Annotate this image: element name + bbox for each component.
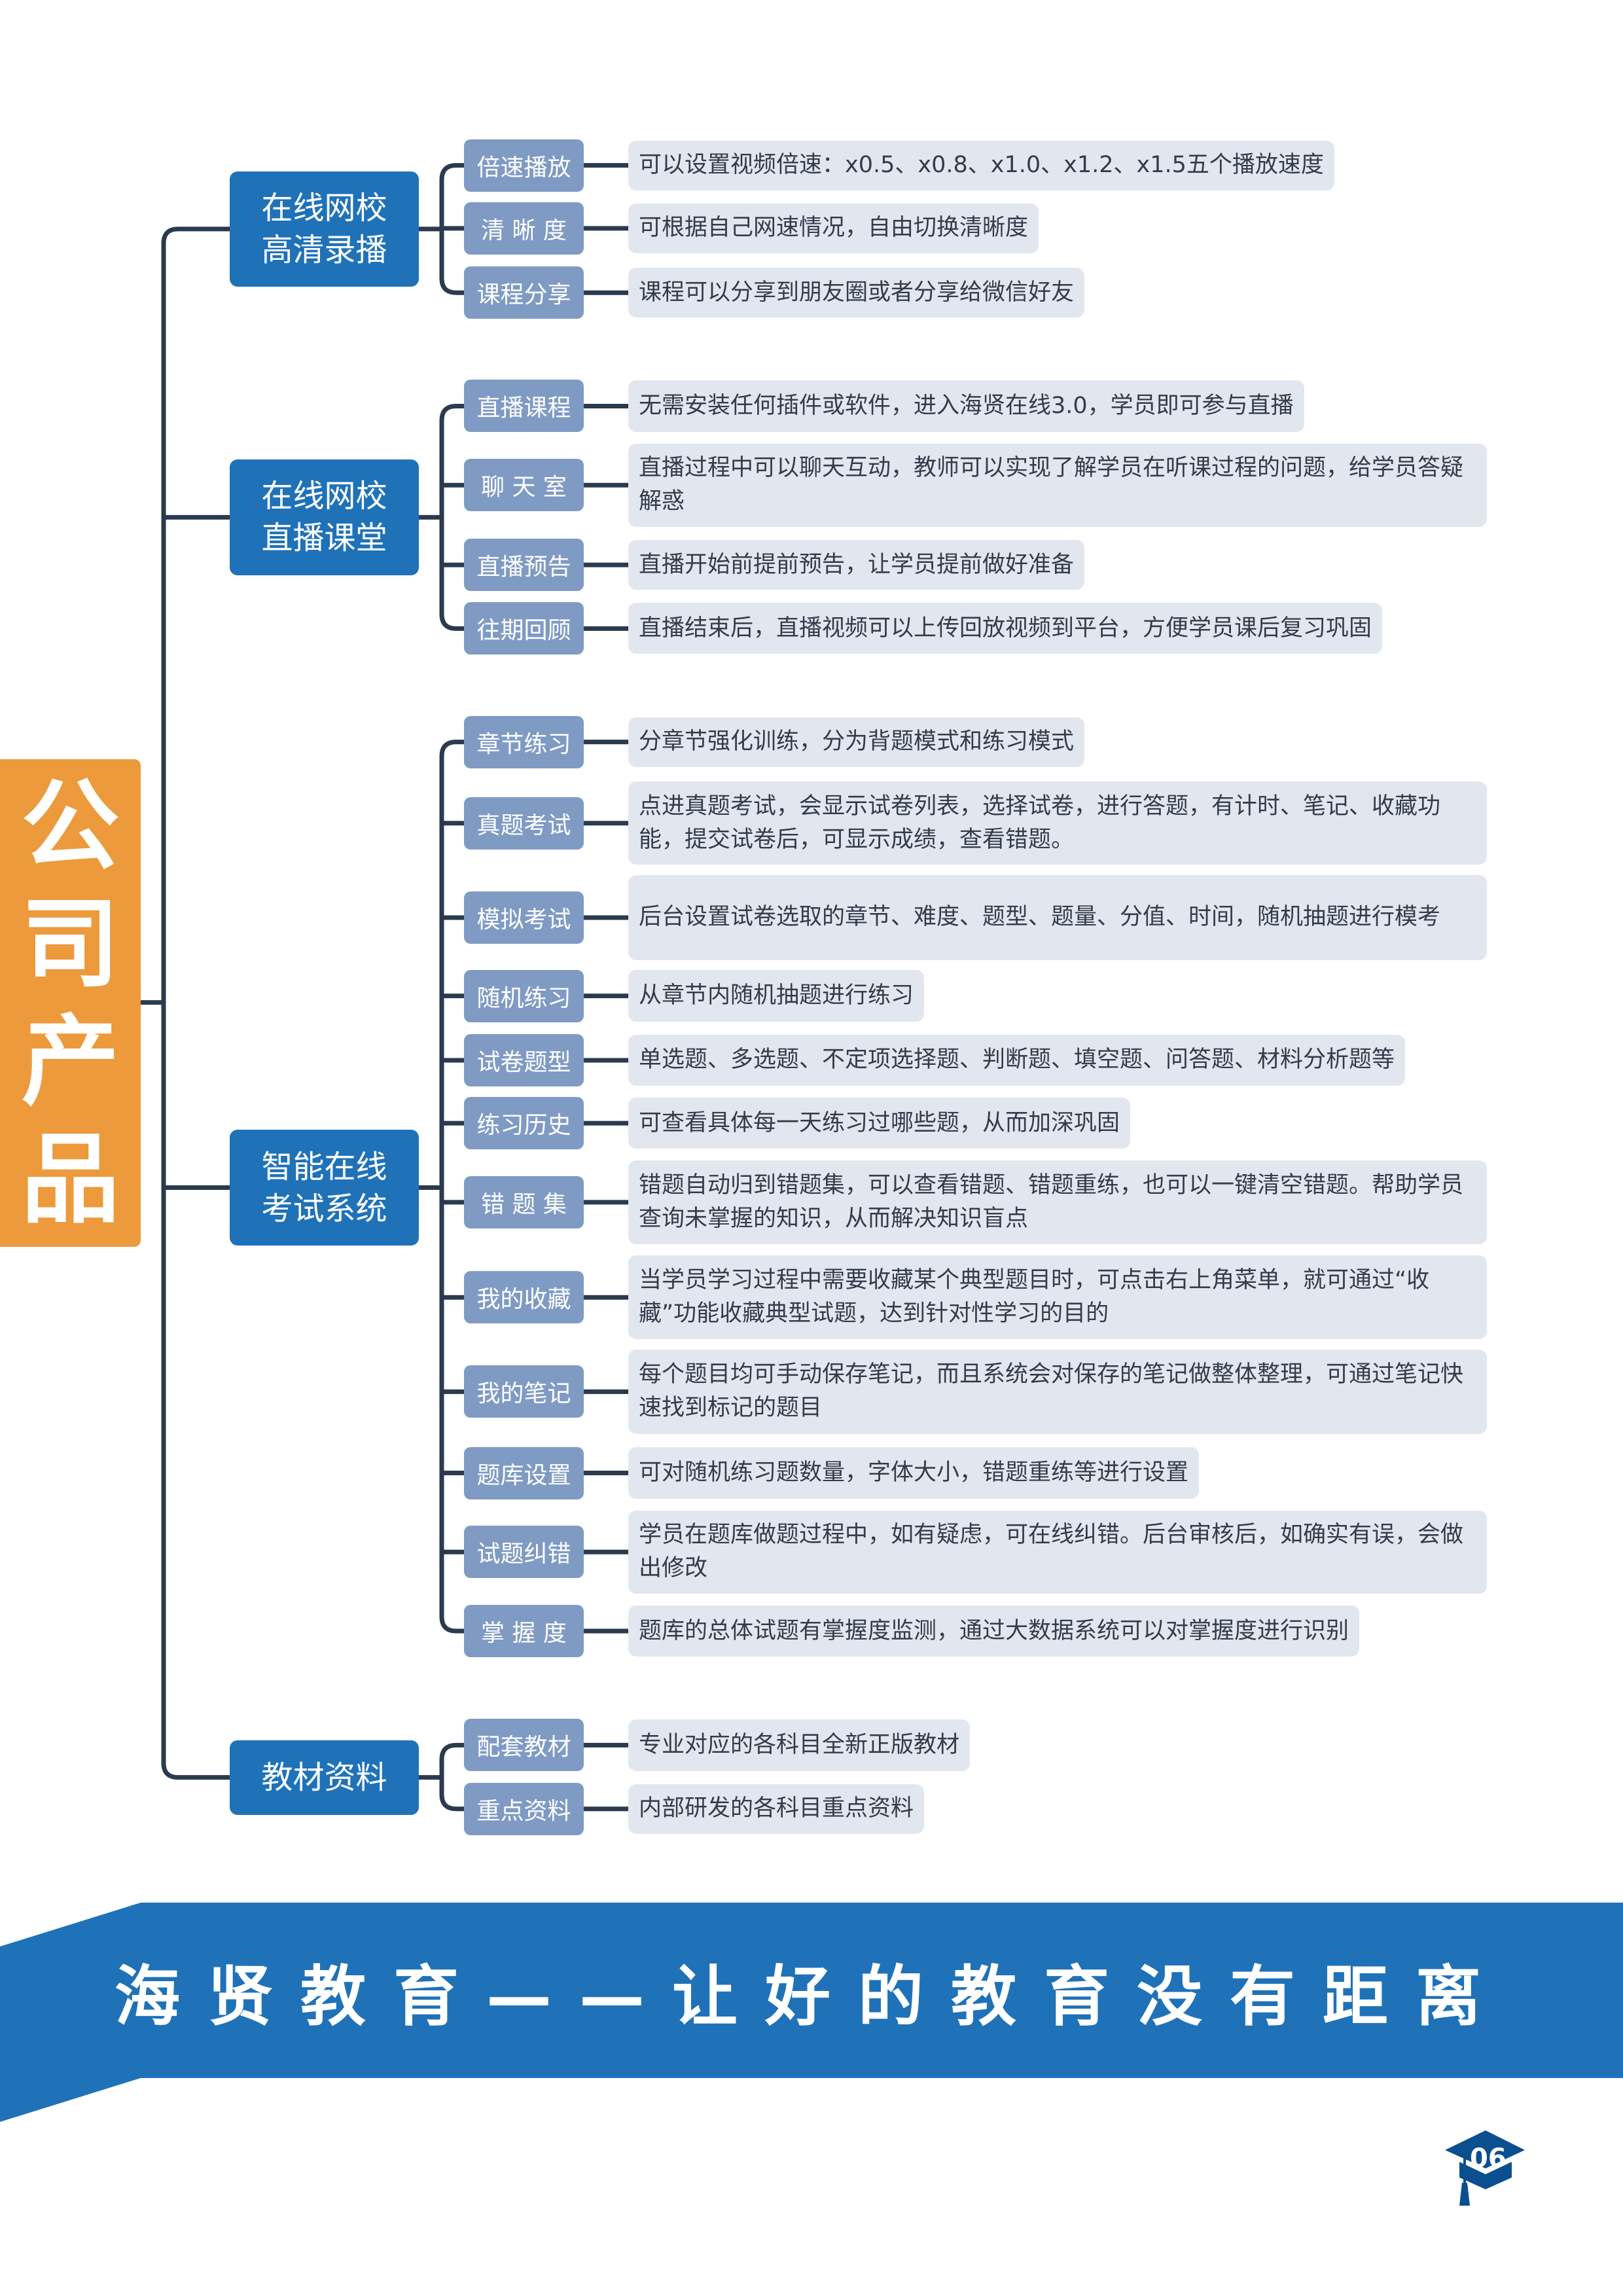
feature-label: 聊 天 室 xyxy=(464,459,584,512)
feature-label: 重点资料 xyxy=(464,1782,584,1835)
feature-label: 配套教材 xyxy=(464,1719,584,1772)
side-title-block: 公司产品 xyxy=(0,759,141,1247)
category-title: 在线网校直播课堂 xyxy=(261,478,387,557)
page-number: 06 xyxy=(1470,2144,1507,2174)
feature-description: 错题自动归到错题集，可以查看错题、错题重练，也可以一键清空错题。帮助学员查询未掌… xyxy=(628,1160,1487,1244)
feature-description: 无需安装任何插件或软件，进入海贤在线3.0，学员即可参与直播 xyxy=(628,380,1304,432)
feature-description: 直播开始前提前预告，让学员提前做好准备 xyxy=(628,540,1085,590)
feature-label: 我的收藏 xyxy=(464,1271,584,1324)
feature-label: 模拟考试 xyxy=(464,891,584,944)
feature-description: 点进真题考试，会显示试卷列表，选择试卷，进行答题，有计时、笔记、收藏功能，提交试… xyxy=(628,781,1487,865)
feature-label: 课程分享 xyxy=(464,266,584,319)
feature-label: 我的笔记 xyxy=(464,1365,584,1418)
category-title: 在线网校高清录播 xyxy=(261,189,387,268)
feature-description: 专业对应的各科目全新正版教材 xyxy=(628,1719,971,1771)
feature-label: 真题考试 xyxy=(464,797,584,850)
page-number-logo: 06 xyxy=(1440,2130,1531,2215)
category-title: 教材资料 xyxy=(261,1759,387,1796)
feature-label: 往期回顾 xyxy=(464,602,584,655)
feature-description: 题库的总体试题有掌握度监测，通过大数据系统可以对掌握度进行识别 xyxy=(628,1605,1360,1657)
feature-description: 学员在题库做题过程中，如有疑虑，可在线纠错。后台审核后，如确实有误，会做出修改 xyxy=(628,1510,1487,1594)
feature-description: 内部研发的各科目重点资料 xyxy=(628,1784,925,1834)
feature-label: 倍速播放 xyxy=(464,139,584,192)
feature-description: 可根据自己网速情况，自由切换清晰度 xyxy=(628,203,1039,253)
graduation-cap-icon xyxy=(1445,2130,1525,2206)
feature-description: 单选题、多选题、不定项选择题、判断题、填空题、问答题、材料分析题等 xyxy=(628,1034,1406,1086)
feature-description: 直播结束后，直播视频可以上传回放视频到平台，方便学员课后复习巩固 xyxy=(628,603,1383,655)
category-node: 教材资料 xyxy=(230,1740,419,1815)
feature-description: 课程可以分享到朋友圈或者分享给微信好友 xyxy=(628,268,1085,318)
feature-label: 随机练习 xyxy=(464,969,584,1022)
feature-description: 每个题目均可手动保存笔记，而且系统会对保存的笔记做整体整理，可通过笔记快速找到标… xyxy=(628,1349,1487,1435)
category-node: 智能在线考试系统 xyxy=(230,1130,419,1246)
feature-label: 直播预告 xyxy=(464,539,584,592)
feature-label: 错 题 集 xyxy=(464,1175,584,1229)
category-title: 智能在线考试系统 xyxy=(261,1148,387,1227)
feature-label: 练习历史 xyxy=(464,1097,584,1150)
feature-description: 从章节内随机抽题进行练习 xyxy=(628,970,925,1022)
slogan-text: 海贤教育——让好的教育没有距离 xyxy=(115,1958,1508,2035)
connector-line xyxy=(439,740,464,1634)
feature-description: 可查看具体每一天练习过哪些题，从而加深巩固 xyxy=(628,1098,1131,1149)
feature-label: 掌 握 度 xyxy=(464,1605,584,1658)
slogan-banner xyxy=(0,1903,1623,2122)
feature-label: 章节练习 xyxy=(464,715,584,768)
category-node: 在线网校直播课堂 xyxy=(230,459,419,575)
feature-description: 可对随机练习题数量，字体大小，错题重练等进行设置 xyxy=(628,1447,1200,1499)
feature-description: 分章节强化训练，分为背题模式和练习模式 xyxy=(628,717,1085,767)
feature-description: 后台设置试卷选取的章节、难度、题型、题量、分值、时间，随机抽题进行模考 xyxy=(628,875,1487,960)
feature-label: 试卷题型 xyxy=(464,1033,584,1086)
category-node: 在线网校高清录播 xyxy=(230,171,419,287)
connector-line xyxy=(161,226,230,1780)
feature-description: 当学员学习过程中需要收藏某个典型题目时，可点击右上角菜单，就可通过“收藏”功能收… xyxy=(628,1255,1487,1339)
feature-description: 直播过程中可以聊天互动，教师可以实现了解学员在听课过程的问题，给学员答疑解惑 xyxy=(628,443,1487,527)
feature-description: 可以设置视频倍速：x0.5、x0.8、x1.0、x1.2、x1.5五个播放速度 xyxy=(628,140,1334,190)
side-title: 公司产品 xyxy=(21,769,120,1237)
feature-label: 直播课程 xyxy=(464,380,584,433)
feature-label: 题库设置 xyxy=(464,1446,584,1499)
feature-label: 清 晰 度 xyxy=(464,202,584,255)
connector-line xyxy=(439,1742,464,1812)
feature-label: 试题纠错 xyxy=(464,1526,584,1579)
connector-line xyxy=(439,403,464,631)
